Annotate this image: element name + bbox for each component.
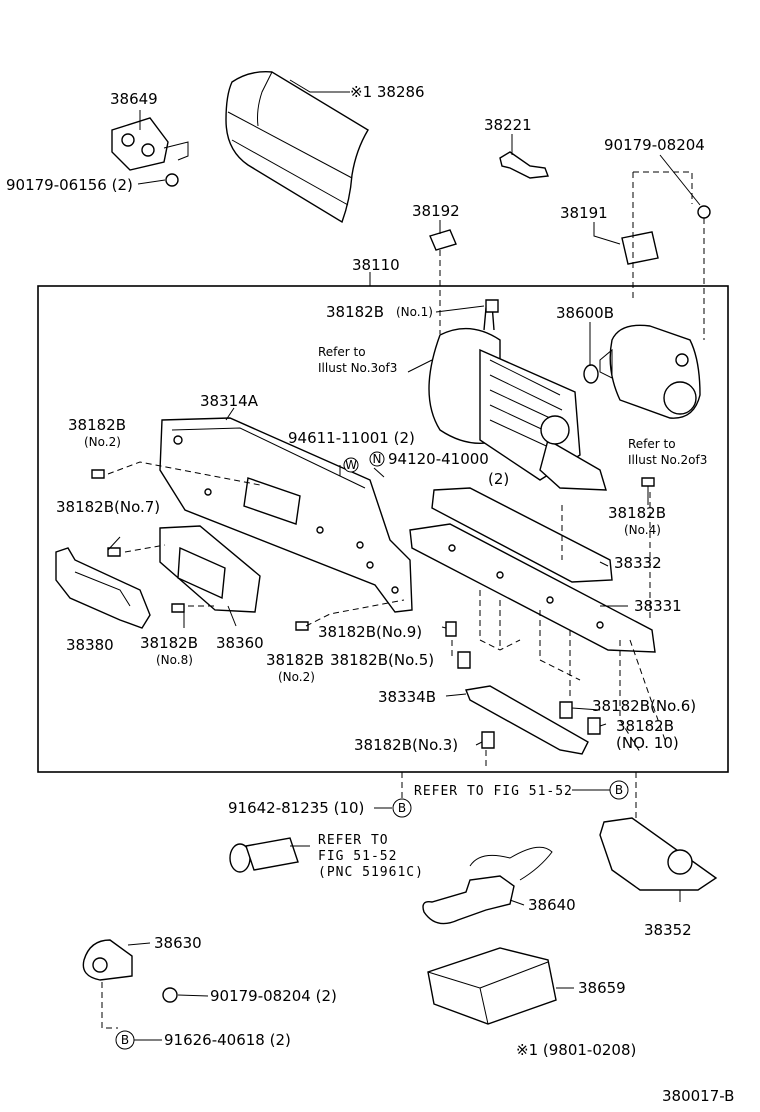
label-94120-41000: 94120-41000 [388, 450, 489, 468]
label-38182B-no6: 38182B(No.6) [592, 697, 696, 715]
label-38360: 38360 [216, 634, 264, 652]
label-38380: 38380 [66, 636, 114, 654]
label-refer-fig-51-52: REFER TO FIG 51-52 [414, 784, 573, 799]
label-38182B-no8-tag: (No.8) [156, 653, 193, 667]
label-38182B-no7: 38182B(No.7) [56, 498, 160, 516]
harness-connector-drawing [229, 837, 299, 873]
assembly-frame [37, 285, 729, 773]
svg-text:B: B [398, 801, 406, 815]
part-90179-08204-nut-drawing [697, 205, 711, 219]
label-38630: 38630 [154, 934, 202, 952]
label-38182B-no2-tag: (No.2) [84, 435, 121, 449]
label-refer-illust2-line1: Refer to [628, 437, 676, 451]
part-38640-drawing [422, 846, 553, 925]
part-38334B-bar-drawing [465, 685, 589, 755]
svg-text:W: W [345, 458, 357, 472]
part-38649-bracket-drawing [111, 117, 189, 187]
label-38182B-no9: 38182B(No.9) [318, 623, 422, 641]
part-38191-pad-drawing [621, 231, 659, 265]
part-38630-drawing [82, 939, 133, 981]
label-38182B-no8: 38182B [140, 634, 198, 652]
label-38182B-no10-tag: (NO. 10) [616, 734, 679, 752]
leader-lines [107, 79, 701, 1041]
nut-mark: N [369, 451, 385, 467]
label-pnc-51961c: (PNC 51961C) [318, 865, 424, 880]
label-refer-illust2-line2: Illust No.2of3 [628, 453, 707, 467]
label-38182B-no4-tag: (No.4) [624, 523, 661, 537]
label-38640: 38640 [528, 896, 576, 914]
label-90179-08204-top: 90179-08204 [604, 136, 705, 154]
part-38352-bracket-drawing [599, 817, 718, 891]
label-38192: 38192 [412, 202, 460, 220]
label-38182B-no10: 38182B [616, 717, 674, 735]
label-94120-qty: (2) [488, 470, 509, 488]
label-refer-illust3-line1: Refer to [318, 345, 366, 359]
part-38332-plate-drawing [431, 487, 613, 583]
part-38600B-assembly-drawing [428, 302, 607, 491]
label-38600B: 38600B [556, 304, 614, 322]
ref-mark-b-1: B [609, 780, 629, 800]
part-38192-pad-drawing [429, 229, 457, 251]
o-ring-drawing [583, 364, 599, 384]
label-38649: 38649 [110, 90, 158, 108]
footnote: ※1 (9801-0208) [516, 1041, 636, 1059]
label-38286: ※1 38286 [350, 83, 425, 101]
label-38182B-no1-tag: (No.1) [396, 305, 433, 319]
bolt-no1-drawing [485, 299, 499, 313]
label-38332: 38332 [614, 554, 662, 572]
label-38182B-no2: 38182B [68, 416, 126, 434]
label-38182B-no5: 38182B(No.5) [330, 651, 434, 669]
label-38182B-no2b: 38182B [266, 651, 324, 669]
part-38221-hose-drawing [499, 151, 549, 179]
ref-mark-b-3: B [115, 1030, 135, 1050]
label-90179-06156: 90179-06156 (2) [6, 176, 133, 194]
part-38659-pad-drawing [427, 947, 557, 1025]
label-refer-to: REFER TO [318, 833, 389, 848]
label-91642-81235: 91642-81235 (10) [228, 799, 364, 817]
label-38110: 38110 [352, 256, 400, 274]
ref-mark-b-2: B [392, 798, 412, 818]
label-38334B: 38334B [378, 688, 436, 706]
svg-text:N: N [373, 452, 382, 466]
part-38314A-bracket-drawing [159, 417, 413, 613]
svg-text:B: B [615, 783, 623, 797]
label-refer-illust3-line2: Illust No.3of3 [318, 361, 397, 375]
label-fig-51-52: FIG 51-52 [318, 849, 397, 864]
label-38352: 38352 [644, 921, 692, 939]
part-38360-bracket-drawing [159, 525, 261, 613]
label-91626-40618: 91626-40618 (2) [164, 1031, 291, 1049]
label-38221: 38221 [484, 116, 532, 134]
label-90179-08204-bottom: 90179-08204 (2) [210, 987, 337, 1005]
washer-mark: W [343, 457, 359, 473]
label-38191: 38191 [560, 204, 608, 222]
part-38331-plate-drawing [409, 523, 656, 653]
label-38182B-no3: 38182B(No.3) [354, 736, 458, 754]
label-38182B-no4: 38182B [608, 504, 666, 522]
label-38182B-no2b-tag: (No.2) [278, 670, 315, 684]
svg-text:B: B [121, 1033, 129, 1047]
label-38314A: 38314A [200, 392, 259, 410]
label-94611-11001: 94611-11001 (2) [288, 429, 415, 447]
label-38659: 38659 [578, 979, 626, 997]
part-38380-bracket-drawing [55, 547, 151, 629]
bolts-group-drawing [91, 469, 655, 749]
part-38286-cover-drawing [225, 71, 369, 224]
label-38182B-no1: 38182B [326, 303, 384, 321]
label-38331: 38331 [634, 597, 682, 615]
dashed-guide-lines [101, 171, 705, 1029]
motor-drawing [599, 324, 701, 419]
diagram-code: 380017-B [662, 1087, 734, 1105]
part-90179-08204-nut-bottom-drawing [162, 987, 178, 1003]
